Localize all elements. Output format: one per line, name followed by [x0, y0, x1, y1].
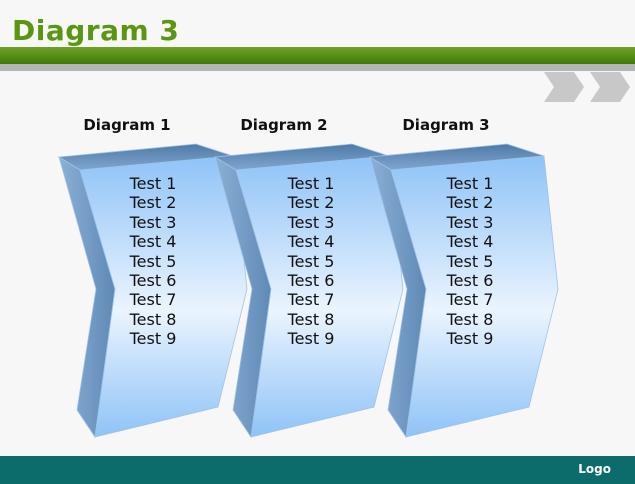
list-item: Test 1	[287, 174, 335, 193]
list-item: Test 3	[446, 212, 494, 232]
column-heading-1: Diagram 1	[83, 116, 171, 134]
chevron-right-icon	[590, 72, 630, 102]
list-item: Test 7	[129, 290, 177, 310]
list-item: Test 9	[129, 329, 177, 349]
list-item: Test 2	[287, 193, 335, 213]
column-heading-2: Diagram 2	[240, 116, 328, 134]
list-item: Test 7	[287, 290, 335, 310]
list-item: Test 6	[287, 270, 335, 290]
shape-face-3	[390, 155, 559, 438]
chevron-diagram	[57, 143, 559, 439]
slide-title: Diagram 3	[12, 14, 180, 47]
column-2-items: Test 1 Test 2 Test 3 Test 4 Test 5 Test …	[271, 174, 351, 349]
list-item: Test 3	[287, 212, 335, 232]
list-item: Test 9	[287, 329, 335, 349]
list-item: Test 1	[129, 174, 177, 193]
list-item: Test 5	[446, 251, 494, 271]
list-item: Test 5	[287, 251, 335, 271]
list-item: Test 6	[129, 270, 177, 290]
header-chevrons	[544, 72, 630, 102]
footer-bar: Logo	[0, 456, 635, 484]
column-1-items: Test 1 Test 2 Test 3 Test 4 Test 5 Test …	[113, 174, 193, 349]
logo: Logo	[578, 462, 611, 476]
list-item: Test 8	[446, 309, 494, 329]
list-item: Test 5	[129, 251, 177, 271]
list-item: Test 2	[129, 193, 177, 213]
column-3-items: Test 1 Test 2 Test 3 Test 4 Test 5 Test …	[430, 174, 510, 349]
title-bar-green	[0, 47, 635, 64]
list-item: Test 7	[446, 290, 494, 310]
list-item: Test 4	[446, 232, 494, 252]
list-item: Test 2	[446, 193, 494, 213]
chevron-right-icon	[544, 72, 584, 102]
list-item: Test 8	[287, 309, 335, 329]
list-item: Test 3	[129, 212, 177, 232]
list-item: Test 4	[287, 232, 335, 252]
list-item: Test 9	[446, 329, 494, 349]
list-item: Test 8	[129, 309, 177, 329]
list-item: Test 1	[446, 174, 494, 193]
list-item: Test 4	[129, 232, 177, 252]
list-item: Test 6	[446, 270, 494, 290]
title-bar-gray	[0, 64, 635, 71]
column-heading-3: Diagram 3	[402, 116, 490, 134]
